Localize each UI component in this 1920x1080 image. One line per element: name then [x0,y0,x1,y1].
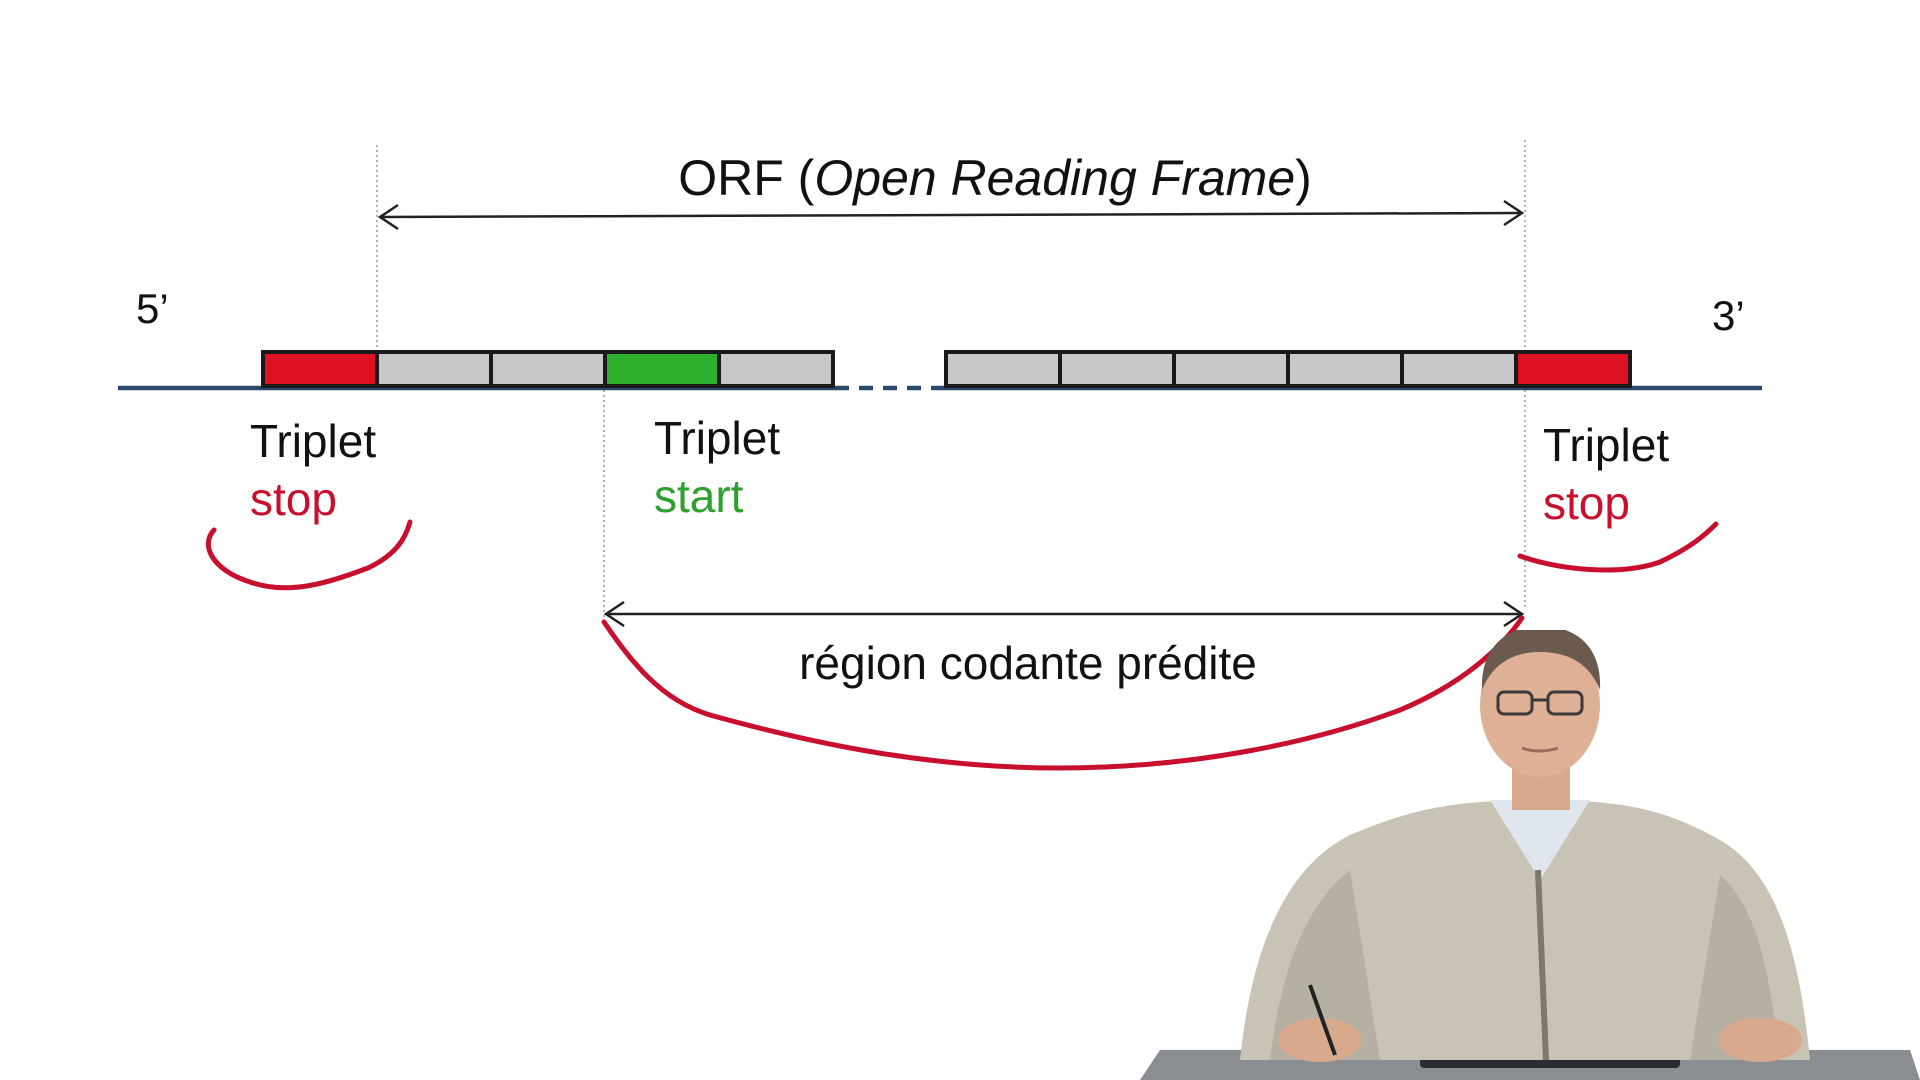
zipper [1535,869,1549,1061]
coding-region-underline [601,615,1525,771]
glasses [1496,690,1584,716]
orf-title-italic: Open Reading Frame [814,150,1296,206]
sweater-shade-right [1690,875,1780,1060]
codon-gray-10 [1400,350,1518,388]
orf-title-prefix: ORF ( [678,150,815,206]
coding-region-arrow [603,600,1525,628]
right-stop-label: stop [1543,477,1630,529]
handwritten-annotations [205,519,1719,771]
coding-region-label: région codante prédite [799,637,1257,689]
codon-gray-9 [1286,350,1404,388]
codon-gray-1 [375,350,493,388]
start-label: start [654,470,744,522]
left-triplet-label: Triplet [250,415,377,467]
codon-start-3 [603,350,721,388]
left-stop-label: stop [250,473,337,525]
sweater [1240,800,1810,1060]
presenter-video-overlay-icon [1140,630,1920,1080]
codon-row [261,350,1632,388]
orf-title-suffix: ) [1295,150,1312,206]
codon-gray-4 [717,350,835,388]
left-stop-underline [205,519,413,591]
head [1480,633,1600,777]
right-stop-underline [1517,521,1719,573]
codon-gray-2 [489,350,607,388]
left-hand [1278,1018,1362,1062]
right-triplet-label: Triplet [1543,419,1670,471]
start-triplet-label: Triplet [654,412,781,464]
hair [1481,630,1601,690]
mouth [1521,746,1559,753]
codon-gray-7 [1058,350,1176,388]
right-hand [1718,1018,1802,1062]
three-prime-label: 3’ [1712,292,1745,339]
codon-gray-6 [944,350,1062,388]
shirt-collar [1490,800,1590,880]
orf-title: ORF (Open Reading Frame) [0,153,1920,203]
codon-stop-0 [261,350,379,388]
codon-gray-8 [1172,350,1290,388]
pen [1308,984,1337,1056]
sweater-shade [1270,870,1380,1060]
codon-stop-11 [1514,350,1632,388]
orf-span-arrow [377,199,1525,231]
five-prime-label: 5’ [136,285,169,332]
